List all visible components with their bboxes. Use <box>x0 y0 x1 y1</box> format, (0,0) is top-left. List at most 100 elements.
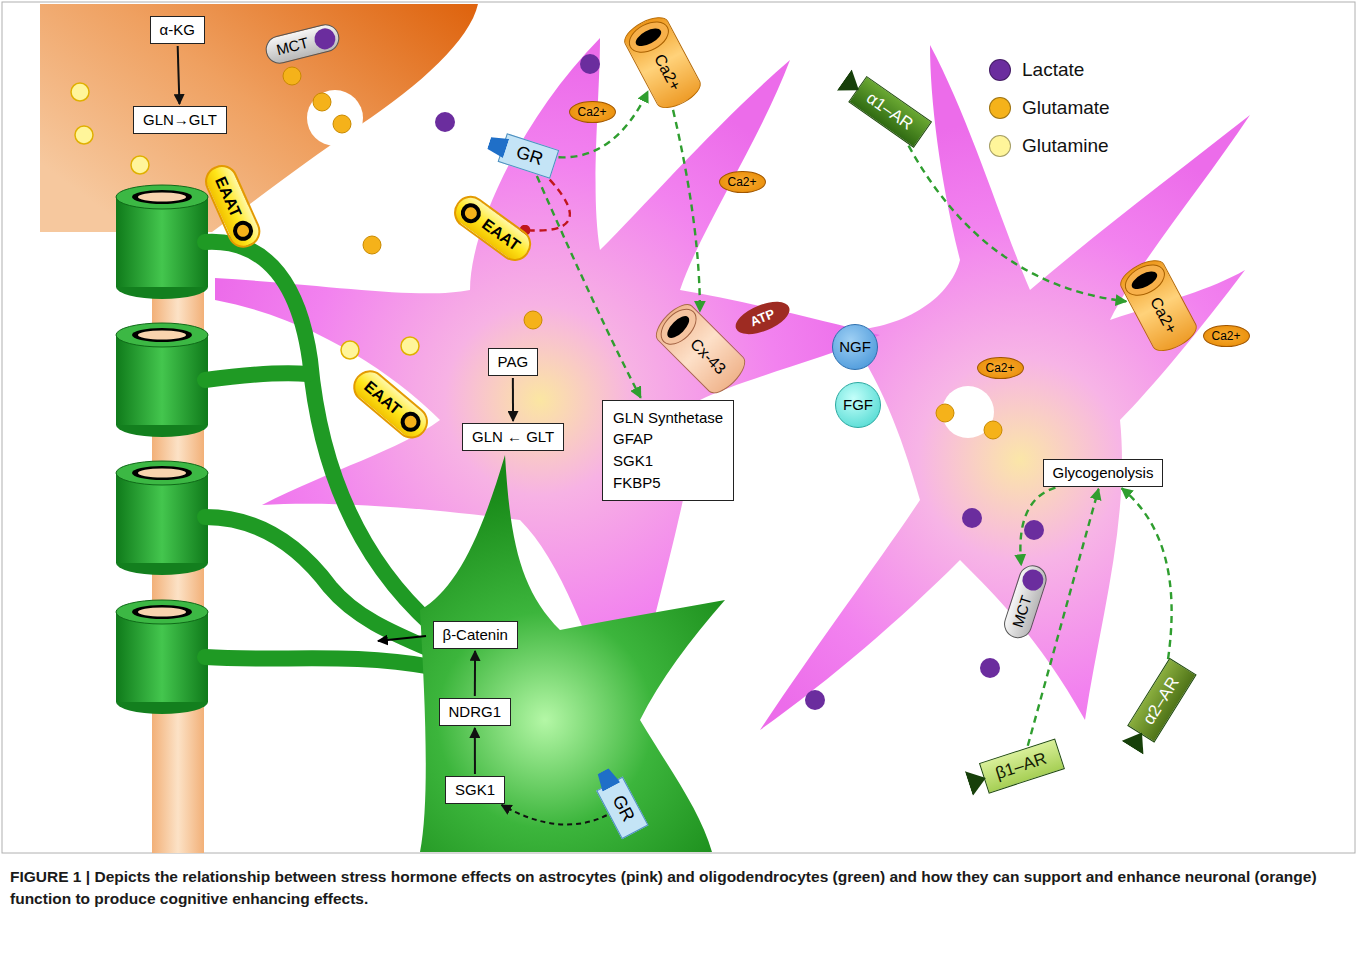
node-label: NGF <box>839 338 871 356</box>
lactate-dot <box>580 54 600 74</box>
node-label: Ca2+ <box>1147 294 1180 336</box>
lactate-dot <box>1019 567 1045 593</box>
node-label: SGK1 <box>613 450 723 472</box>
glutamate-dot <box>363 236 381 254</box>
signal-arrow <box>909 146 1127 302</box>
node-label: Ca2+ <box>651 51 684 93</box>
transporter-capsule: MCT <box>1000 562 1050 642</box>
glutamine-dot <box>71 83 89 101</box>
inhibition-connector <box>525 180 570 231</box>
receptor-bar: β1–AR <box>979 738 1065 794</box>
node-label: α2–AR <box>1139 673 1183 727</box>
myelin-sheath <box>116 185 208 714</box>
process-box: GLN→GLT <box>133 106 227 134</box>
ion-ellipse: Ca2+ <box>1203 325 1250 347</box>
oligodendrocyte-process <box>205 517 432 650</box>
myelin-sheath <box>138 469 186 478</box>
ligand-head <box>837 69 867 101</box>
node-label: MCT <box>274 34 310 58</box>
myelin-signal-arrow <box>378 636 426 641</box>
lactate-dot <box>311 26 336 51</box>
astrocyte-cell <box>760 45 1250 730</box>
gene-list-box: GLN SynthetaseGFAPSGK1FKBP5 <box>602 400 734 501</box>
receptor-bar: α1–AR <box>848 76 932 149</box>
node-label: NDRG1 <box>449 703 502 720</box>
signal-arrow <box>673 110 700 312</box>
process-box: PAG <box>488 348 539 376</box>
myelin-sheath <box>138 193 186 202</box>
transporter-capsule: EAAT <box>346 363 434 445</box>
transporter-capsule: MCT <box>262 21 341 66</box>
node-label: MCT <box>1008 593 1034 629</box>
process-box: α-KG <box>150 16 205 44</box>
synaptic-cleft <box>307 90 994 438</box>
signal-arrow <box>474 728 476 774</box>
signal-arrow <box>474 651 476 696</box>
receptor-bar: α2–AR <box>1127 658 1197 743</box>
figure-caption: FIGURE 1 | Depicts the relationship betw… <box>10 866 1346 910</box>
signal-arrow <box>178 46 180 104</box>
myelin-sheath <box>116 335 208 425</box>
myelin-sheath <box>116 185 208 209</box>
myelin-sheath <box>116 197 208 287</box>
lactate-dot <box>962 508 982 528</box>
node-label: GLN→GLT <box>143 111 217 128</box>
channel-pore <box>664 312 693 341</box>
legend-label: Lactate <box>1022 58 1084 82</box>
lactate-dot <box>435 54 1044 710</box>
node-label: Glycogenolysis <box>1053 464 1154 481</box>
glutamate-dot <box>397 407 425 435</box>
figure-frame <box>2 2 1355 853</box>
neuron-cell <box>40 4 478 232</box>
transporter-capsule: EAAT <box>199 159 265 252</box>
glutamine-dot <box>71 83 419 359</box>
node-label: ATP <box>747 306 776 329</box>
node-label: GFAP <box>613 428 723 450</box>
molecule-ellipse: ATP <box>731 295 793 340</box>
ion-ellipse: Ca2+ <box>977 357 1024 379</box>
signal-arrow <box>1122 488 1172 659</box>
node-label: GR <box>513 142 545 169</box>
glutamate-dot <box>283 67 301 85</box>
oligodendrocyte-cell <box>420 455 725 852</box>
ion-channel: Ca2+ <box>619 11 705 114</box>
oligodendrocyte-process <box>205 242 432 667</box>
process-box: β-Catenin <box>433 621 518 649</box>
ligand-head <box>965 766 990 796</box>
node-label: Cx-43 <box>687 335 729 377</box>
node-label: PAG <box>498 353 529 370</box>
process-box: NDRG1 <box>439 698 512 726</box>
node-label: FGF <box>843 396 873 414</box>
lactate-dot <box>805 690 825 710</box>
factor-circle: NGF <box>832 324 878 370</box>
node-label: EAAT <box>361 377 404 417</box>
oligodendrocyte-cell <box>420 455 725 852</box>
astrocyte-cell <box>760 45 1250 730</box>
node-label: Ca2+ <box>1212 329 1241 343</box>
legend-swatch <box>989 59 1011 81</box>
legend-swatch <box>989 97 1011 119</box>
myelin-sheath <box>132 190 192 204</box>
myelin-sheath <box>116 473 208 563</box>
lactate-dot <box>435 112 455 132</box>
node-label: SGK1 <box>455 781 495 798</box>
signal-arrow <box>502 805 607 825</box>
glutamate-dot <box>984 421 1002 439</box>
node-label: Ca2+ <box>986 361 1015 375</box>
myelin-sheath <box>132 466 192 480</box>
ligand-head <box>1121 726 1153 755</box>
receptor-tag: GR <box>596 777 648 839</box>
glutamate-dot <box>333 115 351 133</box>
lactate-dot <box>980 658 1000 678</box>
glutamine-dot <box>75 126 93 144</box>
myelin-sheath <box>116 323 208 347</box>
ion-channel: Ca2+ <box>1115 254 1201 357</box>
legend-swatch <box>989 135 1011 157</box>
glutamate-dot <box>313 93 331 111</box>
neuron-cell <box>40 4 478 853</box>
node-label: FKBP5 <box>613 472 723 494</box>
oligodendrocyte-process <box>205 657 432 667</box>
myelin-sheath <box>138 608 186 617</box>
myelin-sheath <box>116 600 208 624</box>
